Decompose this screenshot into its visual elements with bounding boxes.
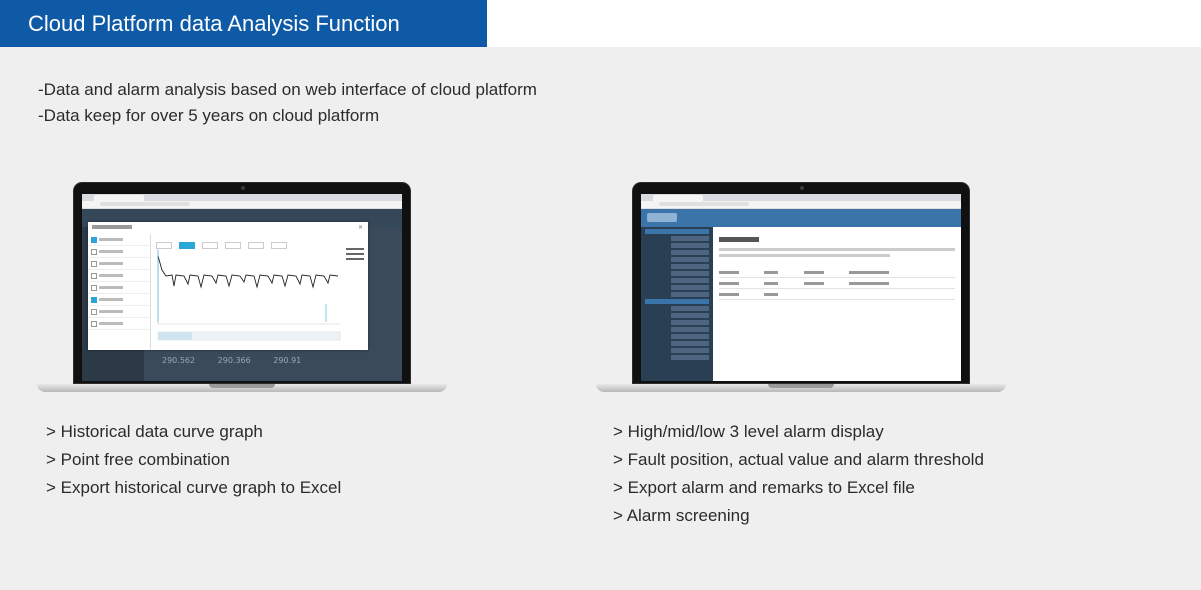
camera-icon: [800, 186, 804, 190]
list-item: > High/mid/low 3 level alarm display: [613, 422, 884, 441]
laptop-base: [37, 384, 447, 392]
camera-icon: [241, 186, 245, 190]
alarm-table: [719, 267, 955, 300]
list-item: > Alarm screening: [613, 506, 750, 525]
history-curve-dialog: ✕: [88, 222, 368, 350]
list-item: > Export historical curve graph to Excel: [46, 478, 342, 497]
close-icon: ✕: [357, 225, 363, 231]
alarm-screen: [641, 194, 961, 381]
chart-legend: [346, 248, 364, 263]
intro-text: -Data and alarm analysis based on web in…: [38, 77, 537, 129]
readout-value: 290.562: [162, 356, 196, 365]
list-item: > Historical data curve graph: [46, 422, 263, 441]
laptop-alarm-screenshot: [596, 182, 1006, 394]
history-curve-graph: [157, 248, 341, 341]
device-tree: [641, 227, 713, 381]
point-list: [88, 234, 151, 350]
laptop-bezel: [632, 182, 970, 384]
content-panel: -Data and alarm analysis based on web in…: [0, 47, 1201, 590]
left-feature-list: > Historical data curve graph > Point fr…: [46, 418, 341, 502]
list-item: > Point free combination: [46, 450, 230, 469]
page-title: Cloud Platform data Analysis Function: [0, 0, 487, 47]
value-readouts: 290.562 290.366 290.91: [162, 356, 321, 365]
laptop-history-screenshot: 290.562 290.366 290.91 ✕: [37, 182, 447, 394]
history-curve-screen: 290.562 290.366 290.91 ✕: [82, 194, 402, 381]
intro-line: -Data keep for over 5 years on cloud pla…: [38, 106, 380, 125]
right-feature-list: > High/mid/low 3 level alarm display > F…: [613, 418, 984, 530]
list-item: > Fault position, actual value and alarm…: [613, 450, 984, 469]
intro-line: -Data and alarm analysis based on web in…: [38, 80, 537, 99]
logo-icon: [647, 213, 677, 222]
readout-value: 290.91: [273, 356, 302, 365]
list-item: > Export alarm and remarks to Excel file: [613, 478, 915, 497]
alarm-detail: [715, 229, 959, 379]
readout-value: 290.366: [217, 356, 251, 365]
time-range-buttons: [156, 236, 294, 254]
laptop-bezel: 290.562 290.366 290.91 ✕: [73, 182, 411, 384]
laptop-base: [596, 384, 1006, 392]
